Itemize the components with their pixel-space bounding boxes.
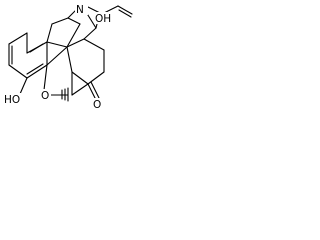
bond bbox=[8, 64, 28, 79]
chemical-structure-diagram: N OH HO O O bbox=[4, 3, 133, 111]
phenol-hydroxyl-label: HO bbox=[4, 94, 20, 106]
bond bbox=[83, 38, 105, 51]
double-bond bbox=[29, 43, 44, 53]
bond bbox=[19, 77, 28, 95]
bond bbox=[46, 41, 68, 48]
nitrogen-atom-label: N bbox=[76, 4, 84, 16]
ketone-oxygen-label: O bbox=[93, 99, 101, 111]
bond bbox=[71, 83, 89, 96]
hydroxyl-label: OH bbox=[95, 13, 111, 25]
bonds bbox=[8, 5, 133, 102]
bond bbox=[8, 32, 28, 45]
bond bbox=[46, 23, 53, 43]
bond bbox=[66, 46, 73, 73]
bond bbox=[87, 71, 105, 85]
bond bbox=[87, 83, 97, 101]
bond bbox=[26, 64, 48, 79]
bond bbox=[46, 46, 68, 66]
bond bbox=[66, 23, 81, 48]
bond bbox=[83, 27, 97, 40]
double-bond bbox=[118, 9, 132, 18]
double-bond bbox=[90, 81, 100, 99]
bond bbox=[117, 5, 133, 15]
bond bbox=[71, 71, 89, 85]
double-bond bbox=[26, 63, 44, 75]
bond bbox=[66, 38, 85, 48]
bond bbox=[67, 17, 81, 25]
bond bbox=[67, 9, 77, 19]
bond bbox=[51, 17, 69, 25]
ether-oxygen-label: O bbox=[41, 90, 49, 102]
atom-labels: N OH HO O O bbox=[4, 3, 111, 111]
bond bbox=[43, 64, 48, 91]
